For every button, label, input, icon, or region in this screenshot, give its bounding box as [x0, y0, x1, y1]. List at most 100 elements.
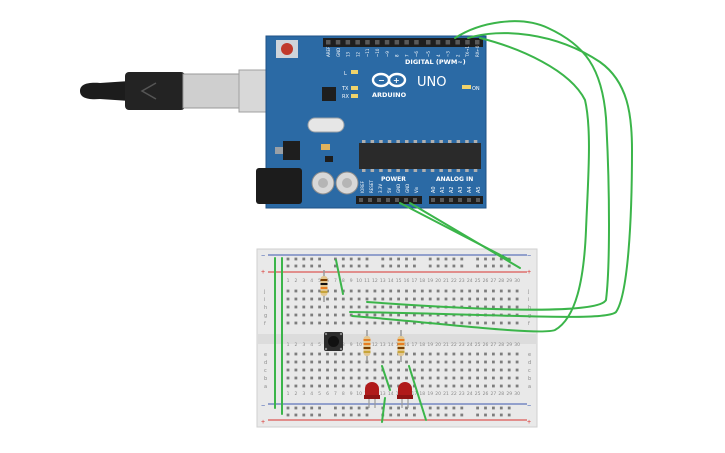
row-letter: f	[528, 321, 530, 327]
header-pin[interactable]	[368, 198, 372, 202]
l-led-label: L	[344, 71, 347, 77]
column-number: 17	[412, 278, 418, 284]
capacitor	[311, 171, 335, 195]
column-number: 2	[294, 278, 297, 284]
rail-minus-sign: −	[527, 403, 531, 410]
column-number: 29	[506, 278, 512, 284]
row-letter: j	[263, 289, 265, 295]
column-number: 21	[443, 391, 449, 397]
header-pin[interactable]	[345, 40, 351, 45]
resistor[interactable]	[397, 330, 405, 362]
header-pin[interactable]	[384, 40, 390, 45]
header-pin[interactable]	[455, 40, 460, 45]
crystal-oscillator	[307, 117, 345, 133]
row-letter: c	[528, 368, 531, 374]
column-number: 19	[427, 342, 433, 348]
header-pin[interactable]	[377, 198, 381, 202]
column-number: 13	[380, 278, 386, 284]
header-pin[interactable]	[413, 198, 417, 202]
regulator-tab	[275, 147, 283, 154]
header-pin[interactable]	[475, 40, 480, 45]
header-pin[interactable]	[359, 198, 363, 202]
column-number: 27	[491, 278, 497, 284]
model-label: UNO	[417, 75, 446, 90]
wire[interactable]	[409, 202, 521, 269]
column-number: 27	[491, 342, 497, 348]
header-pin[interactable]	[465, 40, 470, 45]
header-pin[interactable]	[445, 40, 451, 45]
pin-label: A3	[458, 186, 464, 193]
column-number: 30	[514, 342, 520, 348]
header-pin[interactable]	[404, 40, 409, 45]
header-pin[interactable]	[449, 198, 453, 202]
header-pin[interactable]	[335, 40, 341, 45]
pin-label: 5V	[387, 187, 392, 193]
header-pin[interactable]	[440, 198, 444, 202]
column-number: 14	[388, 278, 394, 284]
header-pin[interactable]	[431, 198, 435, 202]
wire[interactable]	[381, 365, 391, 391]
resistor[interactable]	[363, 330, 371, 362]
wire[interactable]	[349, 32, 634, 318]
row-letter: b	[264, 376, 267, 382]
pin-label: GND	[336, 48, 341, 57]
header-pin[interactable]	[467, 198, 471, 202]
wire[interactable]	[408, 365, 427, 421]
pin-label: ~5	[426, 51, 431, 57]
header-pin[interactable]	[435, 40, 441, 45]
digital-header	[323, 38, 483, 47]
rx-led-label: RX	[342, 94, 349, 100]
red-led[interactable]	[364, 382, 380, 408]
header-pin[interactable]	[395, 198, 399, 202]
column-number: 23	[459, 342, 465, 348]
header-pin[interactable]	[326, 40, 331, 45]
pin-label: 3.3V	[378, 184, 383, 193]
rail-plus-sign: +	[527, 419, 531, 426]
header-pin[interactable]	[375, 40, 380, 45]
reset-button[interactable]	[276, 40, 298, 58]
row-letter: c	[264, 368, 267, 374]
pushbutton[interactable]	[324, 332, 343, 351]
header-pin[interactable]	[365, 40, 370, 45]
wire[interactable]	[351, 37, 590, 333]
column-number: 1	[287, 278, 290, 284]
column-number: 28	[498, 342, 504, 348]
wire[interactable]	[381, 397, 386, 423]
column-number: 26	[483, 342, 489, 348]
pin-label: 8	[395, 54, 400, 57]
header-pin[interactable]	[386, 198, 390, 202]
header-pin[interactable]	[426, 40, 431, 45]
column-number: 27	[491, 391, 497, 397]
voltage-regulator	[283, 141, 300, 160]
wire[interactable]	[366, 20, 610, 311]
column-number: 12	[372, 278, 378, 284]
resistor[interactable]	[320, 270, 328, 302]
column-number: 20	[435, 278, 441, 284]
header-pin[interactable]	[476, 198, 480, 202]
svg-text:−: −	[378, 76, 385, 85]
pin-label: ~9	[385, 51, 390, 57]
header-pin[interactable]	[355, 40, 360, 45]
pin-label: RESET	[369, 180, 374, 193]
pin-label: A4	[467, 186, 473, 193]
column-number: 25	[475, 278, 481, 284]
dc-power-jack[interactable]	[256, 168, 302, 204]
pin-label: ~3	[446, 51, 451, 57]
breadboard[interactable]: − + − + − + − + 111222333444555666777888…	[256, 248, 538, 428]
header-pin[interactable]	[458, 198, 462, 202]
column-number: 9	[350, 342, 353, 348]
pin-label: GND	[405, 184, 410, 193]
header-pin[interactable]	[404, 198, 408, 202]
column-number: 8	[342, 342, 345, 348]
pin-label: ~10	[375, 48, 380, 57]
header-pin[interactable]	[394, 40, 400, 45]
wire[interactable]	[335, 259, 344, 295]
column-number: 4	[310, 342, 313, 348]
column-number: 5	[318, 342, 321, 348]
header-pin[interactable]	[414, 40, 419, 45]
red-led[interactable]	[397, 382, 413, 408]
column-labels: 1112223334445556667778889991010101111111…	[287, 278, 521, 397]
column-number: 3	[302, 391, 305, 397]
